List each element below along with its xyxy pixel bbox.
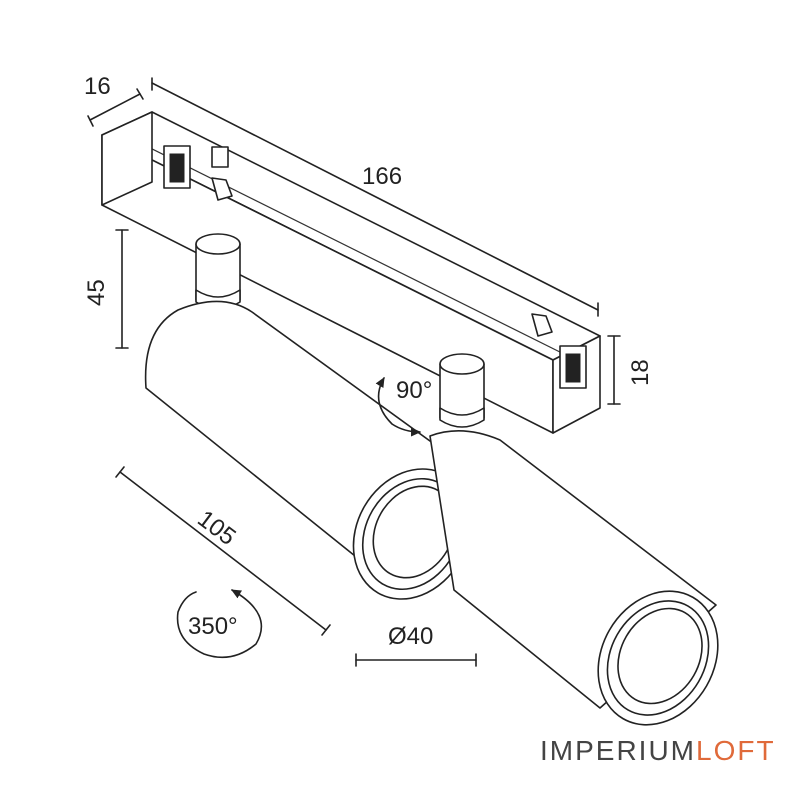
dimension-lines xyxy=(87,77,621,667)
dim-rotation-label: 350° xyxy=(188,613,238,640)
spotlight-left xyxy=(144,233,472,600)
dim-cylinder-length-label: 105 xyxy=(192,505,240,551)
dim-mount-height-label: 45 xyxy=(83,279,110,306)
track-body xyxy=(101,111,601,434)
dim-track-height-label: 18 xyxy=(627,359,654,386)
brand-part2: LOFT xyxy=(696,735,776,766)
dim-depth-label: 16 xyxy=(84,73,111,100)
dim-tilt-label: 90° xyxy=(396,377,432,404)
dim-length-label: 166 xyxy=(362,163,402,190)
brand-part1: IMPERIUM xyxy=(540,735,696,766)
dim-diameter-label: Ø40 xyxy=(388,623,433,650)
spotlight-right xyxy=(429,353,719,726)
brand-logo: IMPERIUMLOFT xyxy=(540,735,776,766)
